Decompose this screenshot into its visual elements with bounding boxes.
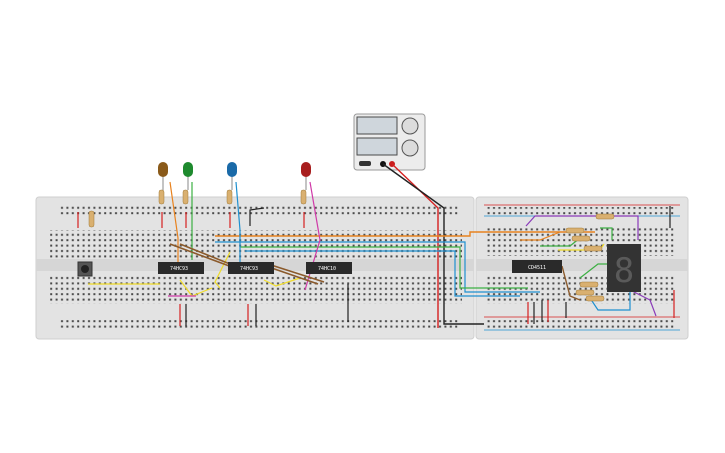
chip-74hc93-1[interactable]: 74HC93 — [158, 262, 204, 274]
chip-label: 74HC93 — [170, 266, 188, 272]
chip-74hc93-2[interactable]: 74HC93 — [228, 262, 274, 274]
led-blue — [227, 162, 237, 177]
chip-cd4511[interactable]: CD4511 — [512, 260, 562, 273]
resistors-small — [565, 213, 615, 302]
resistors-main — [88, 189, 307, 228]
chip-label: 74HC10 — [318, 266, 336, 272]
led-brown — [158, 162, 168, 177]
leds — [158, 162, 311, 190]
push-button[interactable] — [77, 261, 93, 277]
chip-74hc10[interactable]: 74HC10 — [306, 262, 352, 274]
led-green — [183, 162, 193, 177]
chip-label: CD4511 — [528, 265, 546, 271]
led-red — [301, 162, 311, 177]
power-supply[interactable] — [353, 113, 426, 171]
seven-segment-display[interactable]: 8 — [607, 244, 641, 292]
display-digit: 8 — [614, 251, 634, 291]
breadboard-small[interactable] — [475, 196, 689, 340]
chip-label: 74HC93 — [240, 266, 258, 272]
